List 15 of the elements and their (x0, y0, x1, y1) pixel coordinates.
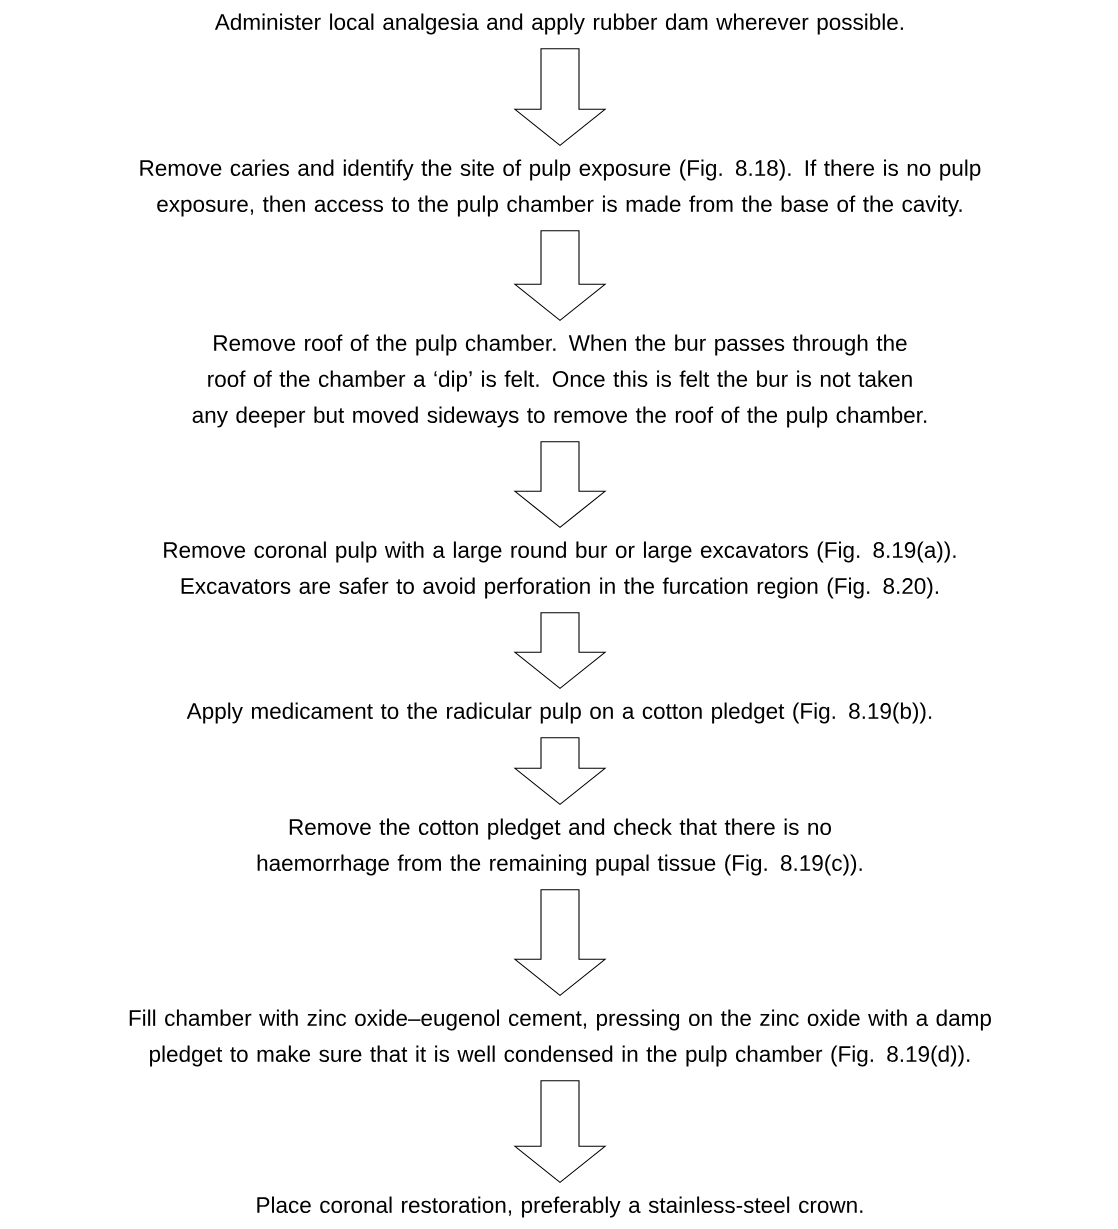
step-text: Remove the cotton pledget and check that there is no haemorrhage from the remaining pupal tissue (Fig. 8.19(c)). (257, 818, 862, 876)
block-arrow (513, 889, 607, 997)
step-text: Remove roof of the pulp chamber. When the bur passes through the roof of the chamber a ‘dip’ is felt. Once this is felt the bur is not taken any deeper but moved sideways to remove the roof of the pulp chamber. (192, 334, 927, 428)
step-text: Remove coronal pulp with a large round bur or large excavators (Fig. 8.19(a)). Excavators are safer to avoid perforation in the furcation region (Fig. 8.20). (164, 541, 956, 599)
block-arrow (513, 612, 607, 690)
block-arrow (513, 441, 607, 529)
block-arrow (513, 230, 607, 322)
step-text: Administer local analgesia and apply rubber dam wherever possible. (214, 13, 903, 35)
step-text: Place coronal restoration, preferably a stainless-steel crown. (257, 1196, 863, 1218)
block-arrow (513, 737, 607, 806)
step-text: Remove caries and identify the site of pulp exposure (Fig. 8.18). If there is no pulp exposure, then access to the pulp chamber is made from the base of the cavity. (140, 159, 981, 217)
step-text: Fill chamber with zinc oxide–eugenol cement, pressing on the zinc oxide with a damp pledget to make sure that it is well condensed in the pulp chamber (Fig. 8.19(d)). (129, 1009, 991, 1067)
block-arrow (513, 1080, 607, 1184)
block-arrow (513, 48, 607, 147)
step-text: Apply medicament to the radicular pulp on a cotton pledget (Fig. 8.19(b)). (186, 702, 932, 724)
